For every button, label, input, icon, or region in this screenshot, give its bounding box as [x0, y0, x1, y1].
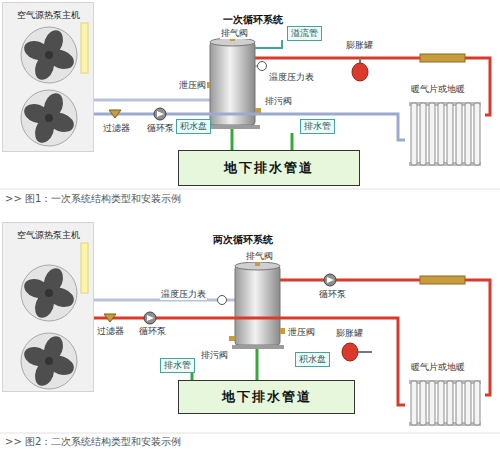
tank-top	[235, 262, 280, 270]
manifold	[420, 276, 465, 284]
heat-pump-unit: 空气源热泵主机	[2, 222, 94, 392]
part-label: 循环泵	[138, 326, 167, 337]
radiator: 暖气片或地暖	[405, 362, 485, 432]
tag-text: 积水盘	[299, 354, 326, 364]
drain-pipe	[191, 372, 194, 380]
node-label: 地下排水管道	[222, 388, 312, 406]
radiator: 暖气片或地暖	[405, 84, 485, 172]
hot-pipe	[255, 58, 490, 115]
node-label: 空气源热泵主机	[3, 7, 80, 20]
drain-pipe	[291, 133, 294, 150]
tank-top	[210, 38, 255, 46]
circulation-pump	[144, 312, 156, 324]
part-label: 过滤器	[102, 123, 131, 134]
node-label: 暖气片或地暖	[405, 362, 485, 373]
part-label: 排污阀	[264, 96, 293, 107]
part-label: 泄压阀	[287, 327, 316, 338]
pressure-gauge	[218, 296, 227, 305]
tag-text: 溢流管	[291, 28, 318, 38]
drain-pipe	[256, 349, 259, 380]
part-label: 温度压力表	[268, 72, 315, 83]
part-label: 排气阀	[220, 28, 249, 39]
part-label: 过滤器	[96, 326, 125, 337]
radiator-drawing	[405, 378, 485, 428]
pipe-tag: 积水盘	[295, 352, 330, 367]
part-label: 循环泵	[146, 123, 175, 134]
expansion-tank	[342, 343, 358, 361]
part-label: 排污阀	[200, 350, 229, 361]
part-label: 循环泵	[318, 289, 347, 300]
y-filter	[109, 110, 121, 118]
pipe	[94, 99, 210, 102]
part-label: 排气阀	[245, 251, 274, 262]
part-label: 膨胀罐	[335, 328, 364, 339]
tag-text: 排水管	[164, 360, 191, 370]
drain-valve	[255, 108, 261, 113]
pipe-tag: 排水管	[300, 119, 335, 134]
pipe-group	[94, 312, 405, 405]
part-label: 膨胀罐	[345, 40, 374, 51]
y-filter	[104, 314, 116, 322]
node-label: 空气源热泵主机	[3, 227, 80, 240]
drain-trench: 地下排水管道	[178, 150, 360, 186]
part-label: 泄压阀	[178, 80, 207, 91]
fan	[21, 90, 77, 146]
part-label: 温度压力表	[160, 289, 207, 300]
pipe-connector	[94, 318, 405, 405]
drip-tray	[208, 125, 260, 129]
drain-valve	[229, 336, 235, 341]
circulation-pump	[154, 108, 166, 120]
pressure-gauge	[258, 62, 267, 71]
node-label: 暖气片或地暖	[405, 84, 485, 95]
heat-pump-unit: 空气源热泵主机	[2, 2, 94, 152]
system-title: 两次循环系统	[212, 234, 274, 246]
manifold	[420, 54, 465, 62]
pipe-tag: 溢流管	[287, 26, 322, 41]
node-label: 地下排水管道	[224, 159, 314, 177]
pump-arrow	[147, 315, 154, 321]
pipe-tag: 排水管	[160, 358, 195, 373]
nameplate	[81, 243, 88, 293]
relief-valve	[280, 328, 285, 334]
drain-pipe	[231, 129, 234, 150]
drain-trench: 地下排水管道	[178, 380, 355, 414]
overflow-pipe	[255, 40, 282, 48]
figure-caption: >> 图2：二次系统结构类型和安装示例	[4, 436, 182, 448]
pipe-tag: 积水盘	[176, 119, 211, 134]
hot-pipe	[280, 280, 490, 395]
fan-drawing	[3, 223, 93, 391]
water-tank	[235, 266, 280, 345]
panel-divider	[0, 189, 500, 190]
figure-caption: >> 图1：一次系统结构类型和安装示例	[4, 193, 182, 205]
nameplate	[81, 23, 88, 73]
radiator-drawing	[405, 100, 485, 168]
system-title: 一次循环系统	[222, 14, 284, 26]
drip-tray	[232, 345, 284, 349]
pipe-group	[94, 108, 405, 140]
circulation-pump	[324, 274, 336, 286]
pipe-connector	[94, 114, 405, 140]
fan	[21, 265, 77, 321]
tag-text: 排水管	[304, 121, 331, 131]
fan-drawing	[3, 3, 93, 151]
panel-divider	[0, 433, 500, 434]
pump-arrow	[157, 111, 164, 117]
air-vent	[255, 262, 260, 266]
fan	[21, 27, 77, 83]
expansion-tank	[352, 63, 368, 81]
fan	[21, 333, 77, 389]
tag-text: 积水盘	[180, 121, 207, 131]
